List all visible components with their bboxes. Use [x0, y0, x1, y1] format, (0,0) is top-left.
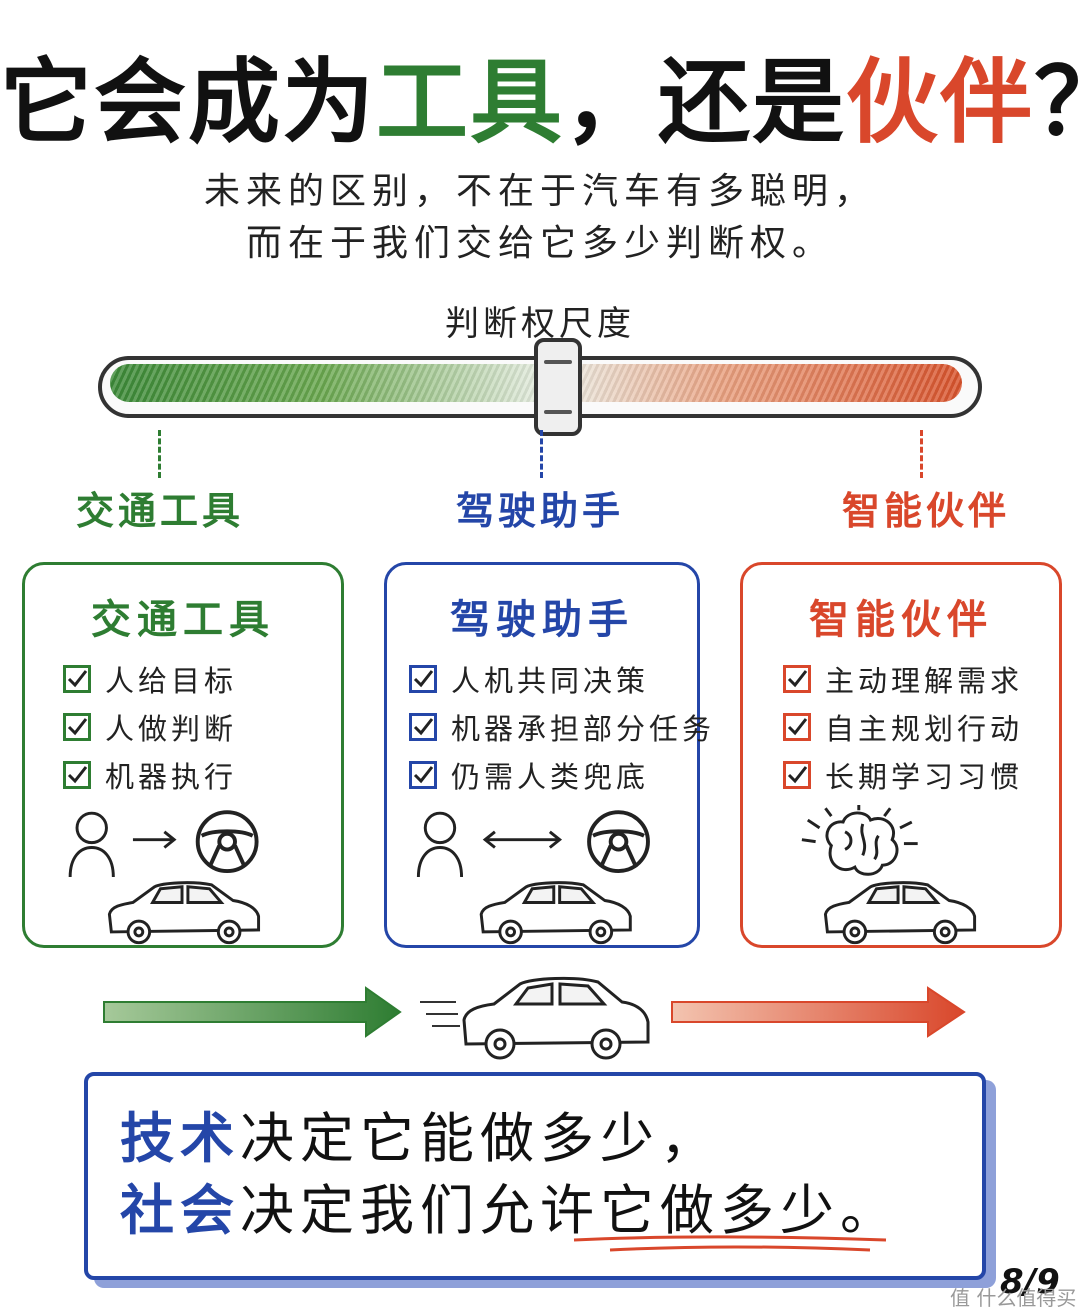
list-item-label: 人给目标	[105, 664, 238, 698]
stage-label-transport: 交通工具	[75, 489, 244, 533]
list-item: 人给目标	[63, 655, 237, 703]
title-question-mark: ？	[1034, 49, 1080, 156]
list-item: 机器承担部分任务	[409, 703, 715, 751]
assistant-illustration	[416, 810, 650, 945]
list-item-label: 主动理解需求	[825, 664, 1024, 698]
car-icon	[823, 881, 977, 945]
subtitle-line-2: 而在于我们交给它多少判断权。	[245, 223, 834, 264]
title-part-1: 它会成为	[0, 49, 377, 156]
list-item: 人机共同决策	[409, 655, 715, 703]
checkbox-icon	[63, 761, 91, 789]
speed-lines-icon	[420, 1001, 460, 1027]
progress-arrows	[103, 976, 966, 1060]
card-smart-partner: 智能伙伴 主动理解需求 自主规划行动 长期学习习惯	[740, 562, 1062, 948]
checkbox-icon	[409, 713, 437, 741]
title-part-3: ，还是	[564, 49, 847, 156]
list-item: 机器执行	[63, 751, 237, 799]
title-partner: 伙伴	[846, 49, 1035, 156]
watermark: 值 什么值得买	[950, 1286, 1077, 1310]
checkbox-icon	[409, 761, 437, 789]
green-arrow-icon	[103, 986, 402, 1038]
page-number: 8/9	[1000, 1262, 1060, 1302]
car-icon	[462, 976, 650, 1060]
partner-illustration	[801, 805, 977, 945]
red-arrow-icon	[671, 986, 966, 1038]
stage-label-assistant: 驾驶助手	[455, 489, 624, 533]
conclusion-line-1-text: 决定它能做多少，	[240, 1107, 720, 1170]
conclusion-box	[84, 1072, 986, 1280]
scale-label: 判断权尺度	[445, 304, 635, 344]
list-item-label: 长期学习习惯	[825, 760, 1024, 794]
card-driving-assistant: 驾驶助手 人机共同决策 机器承担部分任务 仍需人类兜底	[384, 562, 711, 948]
checkbox-icon	[783, 713, 811, 741]
list-item-label: 机器承担部分任务	[451, 712, 716, 746]
double-arrow-icon	[482, 830, 563, 849]
highlight-society: 社会	[120, 1179, 240, 1242]
list-item: 仍需人类兜底	[409, 751, 715, 799]
arrow-right-icon	[132, 830, 177, 849]
list-item: 长期学习习惯	[783, 751, 1023, 799]
checkbox-icon	[783, 665, 811, 693]
judgment-scale-slider[interactable]	[98, 338, 982, 436]
stage-tick-transport	[158, 430, 161, 478]
card-title: 智能伙伴	[809, 597, 993, 643]
person-icon	[416, 811, 464, 877]
card-checklist: 人机共同决策 机器承担部分任务 仍需人类兜底	[409, 655, 715, 799]
subtitle-line-1: 未来的区别，不在于汽车有多聪明，	[203, 171, 876, 212]
card-title: 驾驶助手	[450, 597, 634, 643]
brain-icon	[801, 805, 918, 876]
car-icon	[107, 881, 261, 945]
card-title: 交通工具	[91, 597, 275, 643]
conclusion-line-1: 技术决定它能做多少，	[120, 1094, 720, 1173]
stage-label-partner: 智能伙伴	[841, 489, 1010, 533]
page-title: 它会成为工具，还是伙伴？	[0, 28, 1080, 161]
stage-tick-partner	[920, 430, 923, 478]
list-item-label: 人做判断	[105, 712, 238, 746]
checkbox-icon	[783, 761, 811, 789]
transport-illustration	[68, 810, 261, 945]
title-tool: 工具	[376, 49, 565, 156]
checkbox-icon	[63, 713, 91, 741]
car-icon	[479, 881, 632, 945]
slider-knob[interactable]	[534, 338, 582, 436]
card-transport: 交通工具 人给目标 人做判断 机器执行	[22, 562, 344, 948]
steering-wheel-icon	[195, 810, 259, 874]
person-icon	[68, 811, 115, 877]
checkbox-icon	[409, 665, 437, 693]
card-checklist: 主动理解需求 自主规划行动 长期学习习惯	[783, 655, 1023, 799]
list-item-label: 自主规划行动	[825, 712, 1024, 746]
highlight-technology: 技术	[120, 1107, 240, 1170]
list-item-label: 仍需人类兜底	[451, 760, 650, 794]
conclusion-line-2: 社会决定我们允许它做多少。	[120, 1166, 900, 1245]
list-item-label: 机器执行	[105, 760, 238, 794]
list-item: 自主规划行动	[783, 703, 1023, 751]
card-checklist: 人给目标 人做判断 机器执行	[63, 655, 237, 799]
conclusion-line-2-text: 决定我们允许它做多少。	[240, 1179, 900, 1242]
list-item: 主动理解需求	[783, 655, 1023, 703]
list-item-label: 人机共同决策	[451, 664, 650, 698]
stage-tick-assistant	[540, 430, 543, 478]
steering-wheel-icon	[587, 810, 650, 874]
list-item: 人做判断	[63, 703, 237, 751]
checkbox-icon	[63, 665, 91, 693]
red-underline	[573, 1235, 887, 1252]
